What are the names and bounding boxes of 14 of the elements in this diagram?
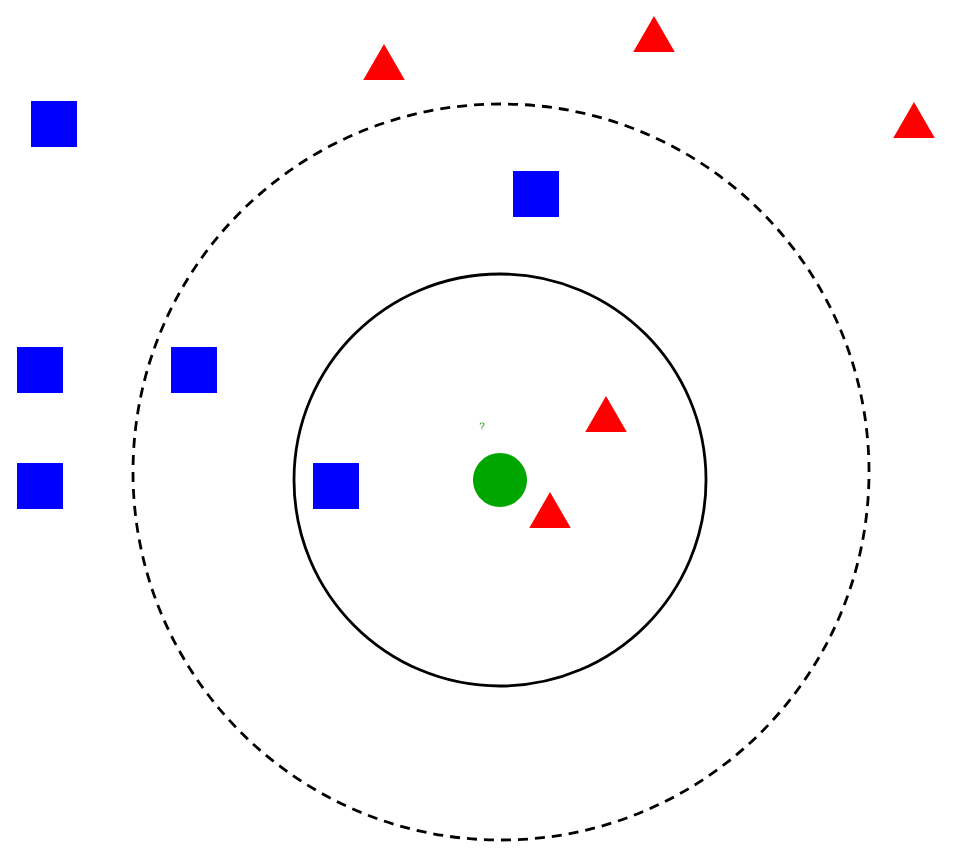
triangle-marker [893,102,935,138]
outer-ring [131,102,871,842]
square-marker [313,463,359,509]
triangle-marker [633,16,675,52]
square-marker [31,101,77,147]
square-marker [513,171,559,217]
triangle-marker [363,44,405,80]
square-marker [17,347,63,393]
triangle-marker [585,396,627,432]
square-marker [17,463,63,509]
query-point [473,453,527,507]
triangle-marker [529,492,571,528]
square-marker [171,347,217,393]
inner-ring [292,272,708,688]
